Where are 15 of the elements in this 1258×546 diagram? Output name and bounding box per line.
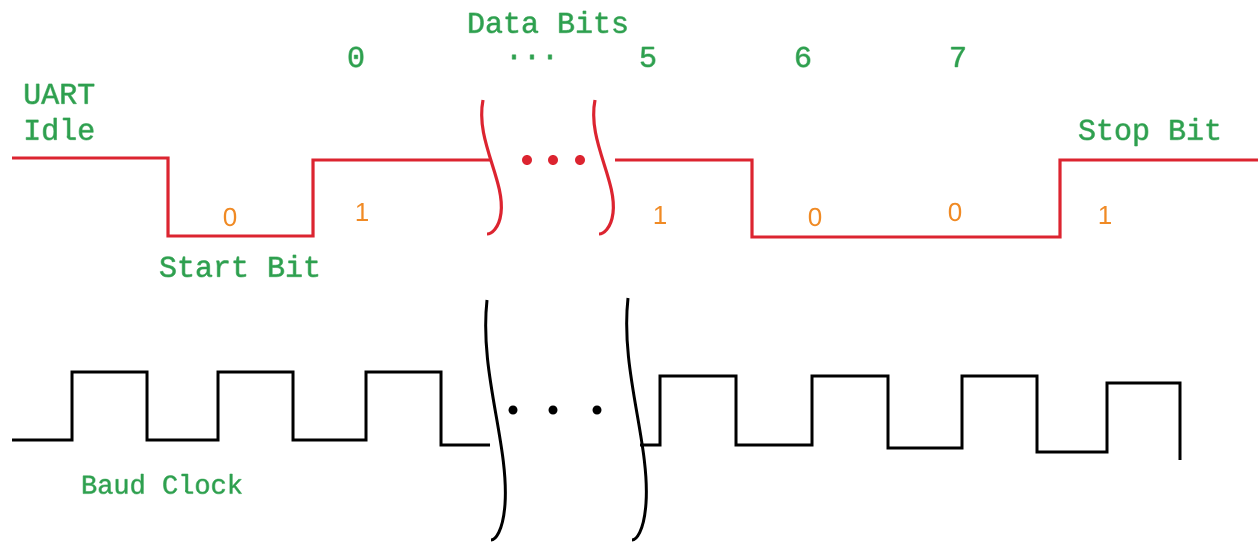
- bit-value: 1: [356, 203, 368, 221]
- signal-label: 0: [348, 46, 364, 68]
- bit-value: 0: [223, 207, 237, 227]
- bit-value: 1: [654, 206, 666, 224]
- signal-label: Data Bits: [469, 11, 627, 34]
- bit-value: 0: [808, 207, 822, 227]
- signal-label: 6: [796, 46, 811, 68]
- bit-value: 0: [948, 202, 962, 222]
- signal-label: Stop Bit: [1078, 118, 1219, 147]
- signal-label: 5: [640, 46, 656, 68]
- signal-label: ...: [512, 54, 552, 60]
- signal-label: Baud Clock: [82, 473, 242, 495]
- signal-label: 7: [951, 47, 965, 67]
- signal-label: Start Bit: [159, 255, 318, 278]
- bit-value: 1: [1099, 206, 1111, 224]
